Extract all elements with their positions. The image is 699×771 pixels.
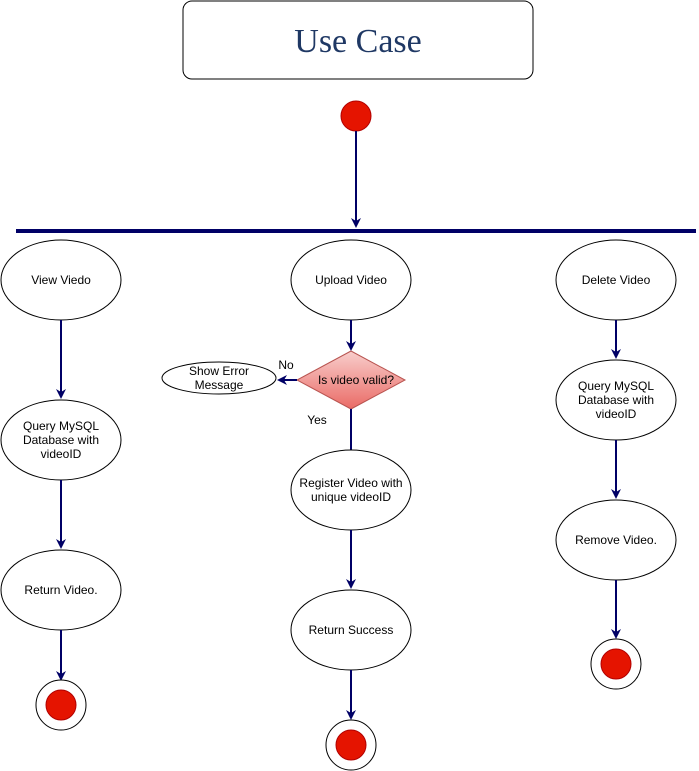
query-view-label-3: videoID — [41, 447, 82, 461]
edge-label-no: No — [278, 358, 294, 372]
show-error-label-2: Message — [195, 378, 244, 392]
node-delete-video: Delete Video — [555, 239, 677, 321]
end-node-right-dot — [600, 648, 632, 680]
return-video-label: Return Video. — [24, 583, 97, 597]
node-show-error: Show Error Message — [161, 361, 277, 395]
return-success-label: Return Success — [309, 623, 394, 637]
node-register-video: Register Video with unique videoID — [290, 449, 412, 531]
view-video-label: View Viedo — [31, 273, 91, 287]
node-query-delete: Query MySQL Database with videoID — [555, 359, 677, 441]
node-view-video: View Viedo — [0, 239, 122, 321]
upload-video-label: Upload Video — [315, 273, 387, 287]
end-node-right — [590, 638, 642, 690]
remove-video-label: Remove Video. — [575, 533, 657, 547]
query-delete-label-1: Query MySQL — [578, 379, 654, 393]
end-node-left — [35, 679, 87, 731]
end-node-middle — [325, 719, 377, 771]
query-delete-label-2: Database with — [578, 393, 654, 407]
query-view-label-1: Query MySQL — [23, 419, 99, 433]
node-remove-video: Remove Video. — [555, 499, 677, 581]
node-query-view: Query MySQL Database with videoID — [0, 399, 122, 481]
show-error-label-1: Show Error — [189, 364, 249, 378]
start-node — [340, 100, 372, 132]
title-box-border — [182, 0, 534, 80]
decision-node: Is video valid? — [295, 350, 407, 410]
query-view-label-2: Database with — [23, 433, 99, 447]
node-return-video: Return Video. — [0, 549, 122, 631]
decision-label: Is video valid? — [318, 373, 394, 387]
register-video-label-2: unique videoID — [311, 490, 391, 504]
title-text: Use Case — [294, 23, 421, 60]
node-upload-video: Upload Video — [290, 239, 412, 321]
title-box: Use Case — [182, 0, 534, 80]
node-return-success: Return Success — [290, 589, 412, 671]
show-error-ellipse — [161, 361, 277, 395]
delete-video-label: Delete Video — [582, 273, 651, 287]
end-node-middle-dot — [335, 729, 367, 761]
query-delete-label-3: videoID — [596, 407, 637, 421]
register-video-label-1: Register Video with — [299, 476, 402, 490]
end-node-left-dot — [45, 689, 77, 721]
edge-label-yes: Yes — [307, 413, 327, 427]
